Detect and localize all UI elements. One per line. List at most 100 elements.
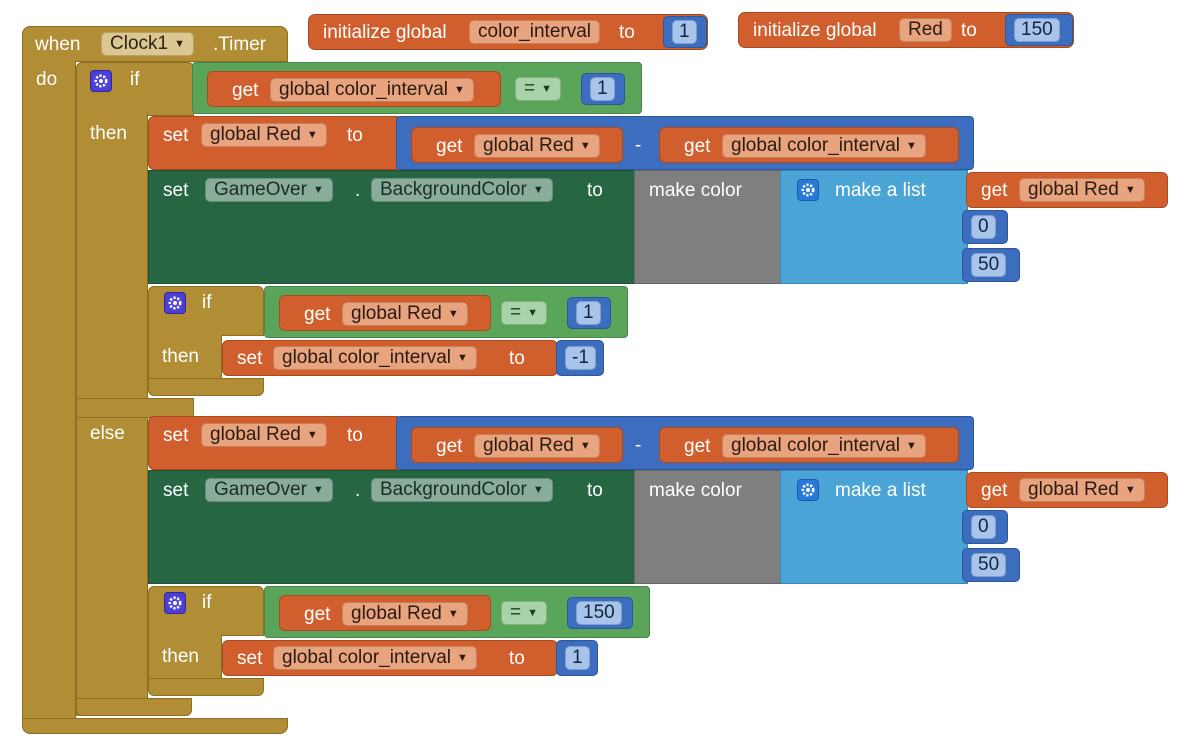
if-else-footer	[76, 698, 192, 716]
operator-dropdown[interactable]: =▼	[501, 601, 547, 625]
number-value[interactable]: 50	[971, 253, 1007, 277]
number-block[interactable]: 150	[1005, 14, 1073, 46]
set-backgroundcolor-block[interactable]: set GameOver▼ . BackgroundColor▼ to	[148, 170, 636, 284]
set-global-color-interval-block[interactable]: set global color_interval▼ to	[222, 340, 558, 376]
number-block[interactable]: 1	[663, 16, 707, 48]
number-value[interactable]: 1	[565, 646, 590, 670]
set-backgroundcolor-block[interactable]: set GameOver▼ . BackgroundColor▼ to	[148, 470, 636, 584]
get-variable-block[interactable]: get global Red▼	[966, 172, 1168, 208]
variable-dropdown[interactable]: global Red▼	[201, 123, 327, 147]
number-value[interactable]: 1	[672, 20, 697, 44]
make-color-label: make color	[649, 180, 742, 201]
get-variable-block[interactable]: get global Red▼	[279, 295, 491, 331]
make-a-list-block[interactable]: make a list	[780, 170, 968, 284]
variable-dropdown[interactable]: global Red▼	[474, 134, 600, 158]
get-label: get	[981, 480, 1008, 501]
get-label: get	[304, 304, 331, 325]
gear-icon[interactable]	[797, 179, 819, 201]
number-block[interactable]: 0	[962, 510, 1008, 544]
component-dropdown[interactable]: GameOver▼	[205, 178, 333, 202]
number-block[interactable]: 1	[581, 73, 625, 105]
set-global-color-interval-block[interactable]: set global color_interval▼ to	[222, 640, 558, 676]
init-global-color-interval-block[interactable]: initialize global color_interval to 1	[308, 14, 708, 50]
variable-dropdown[interactable]: global color_interval▼	[722, 134, 926, 158]
dropdown-caret-icon: ▼	[312, 184, 324, 196]
compare-block[interactable]: get global Red▼ =▼ 150	[264, 586, 650, 638]
number-block[interactable]: 50	[962, 548, 1020, 582]
get-variable-block[interactable]: get global color_interval▼	[659, 427, 959, 463]
gear-icon[interactable]	[164, 592, 186, 614]
subtract-block[interactable]: get global Red▼ - get global color_inter…	[396, 416, 974, 470]
compare-block[interactable]: get global color_interval▼ =▼ 1	[192, 62, 642, 114]
number-value[interactable]: 150	[576, 601, 622, 625]
dropdown-caret-icon: ▼	[447, 608, 459, 620]
init-var-name-field[interactable]: color_interval	[469, 20, 600, 44]
variable-name: global color_interval	[731, 435, 900, 456]
subtract-block[interactable]: get global Red▼ - get global color_inter…	[396, 116, 974, 170]
make-color-block[interactable]: make color	[634, 470, 782, 584]
get-variable-block[interactable]: get global color_interval▼	[659, 127, 959, 163]
variable-dropdown[interactable]: global Red▼	[474, 434, 600, 458]
set-label: set	[163, 480, 189, 501]
dropdown-caret-icon: ▼	[457, 352, 468, 364]
make-a-list-block[interactable]: make a list	[780, 470, 968, 584]
number-value[interactable]: 1	[576, 301, 601, 325]
set-label: set	[163, 125, 189, 146]
number-value[interactable]: -1	[565, 346, 596, 370]
dropdown-caret-icon: ▼	[906, 140, 917, 152]
else-label: else	[90, 423, 125, 444]
number-block[interactable]: 1	[556, 640, 598, 676]
number-block[interactable]: 1	[567, 297, 611, 329]
set-label: set	[163, 425, 189, 446]
init-global-red-block[interactable]: initialize global Red to 150	[738, 12, 1074, 48]
variable-dropdown[interactable]: global Red▼	[342, 602, 468, 626]
variable-dropdown[interactable]: global Red▼	[201, 423, 327, 447]
get-label: get	[436, 436, 463, 457]
get-variable-block[interactable]: get global Red▼	[411, 127, 623, 163]
get-label: get	[232, 80, 259, 101]
gear-icon[interactable]	[797, 479, 819, 501]
property-dropdown[interactable]: BackgroundColor▼	[371, 478, 553, 502]
variable-dropdown[interactable]: global color_interval▼	[270, 78, 474, 102]
variable-dropdown[interactable]: global color_interval▼	[273, 346, 477, 370]
property-dropdown[interactable]: BackgroundColor▼	[371, 178, 553, 202]
get-variable-block[interactable]: get global Red▼	[411, 427, 623, 463]
get-variable-block[interactable]: get global Red▼	[279, 595, 491, 631]
number-value[interactable]: 150	[1014, 18, 1060, 42]
get-variable-block[interactable]: get global color_interval▼	[207, 71, 501, 107]
component-dropdown[interactable]: Clock1▼	[101, 32, 194, 56]
component-name: Clock1	[110, 33, 169, 54]
get-label: get	[684, 136, 711, 157]
gear-icon[interactable]	[90, 70, 112, 92]
number-block[interactable]: -1	[556, 340, 604, 376]
number-value[interactable]: 0	[971, 215, 996, 239]
gear-icon[interactable]	[164, 292, 186, 314]
number-block[interactable]: 50	[962, 248, 1020, 282]
number-value[interactable]: 1	[590, 77, 615, 101]
number-block[interactable]: 0	[962, 210, 1008, 244]
init-var-name-field[interactable]: Red	[899, 18, 952, 42]
set-label: set	[237, 648, 263, 669]
variable-dropdown[interactable]: global color_interval▼	[722, 434, 926, 458]
make-color-block[interactable]: make color	[634, 170, 782, 284]
variable-dropdown[interactable]: global color_interval▼	[273, 646, 477, 670]
compare-block[interactable]: get global Red▼ =▼ 1	[264, 286, 628, 338]
variable-dropdown[interactable]: global Red▼	[1019, 478, 1145, 502]
get-variable-block[interactable]: get global Red▼	[966, 472, 1168, 508]
variable-name: global Red	[351, 303, 442, 324]
set-global-red-block[interactable]: set global Red▼ to	[148, 116, 398, 170]
dropdown-caret-icon: ▼	[541, 83, 552, 95]
number-value[interactable]: 50	[971, 553, 1007, 577]
component-dropdown[interactable]: GameOver▼	[205, 478, 333, 502]
inner-if-left-column	[148, 334, 222, 380]
do-label: do	[36, 69, 58, 90]
number-block[interactable]: 150	[567, 597, 633, 629]
operator-dropdown[interactable]: =▼	[501, 301, 547, 325]
event-clock-timer-header[interactable]: when Clock1▼ .Timer	[22, 26, 288, 62]
set-global-red-block[interactable]: set global Red▼ to	[148, 416, 398, 470]
operator-dropdown[interactable]: =▼	[515, 77, 561, 101]
dropdown-caret-icon: ▼	[532, 184, 544, 196]
variable-dropdown[interactable]: global Red▼	[1019, 178, 1145, 202]
variable-dropdown[interactable]: global Red▼	[342, 302, 468, 326]
number-value[interactable]: 0	[971, 515, 996, 539]
